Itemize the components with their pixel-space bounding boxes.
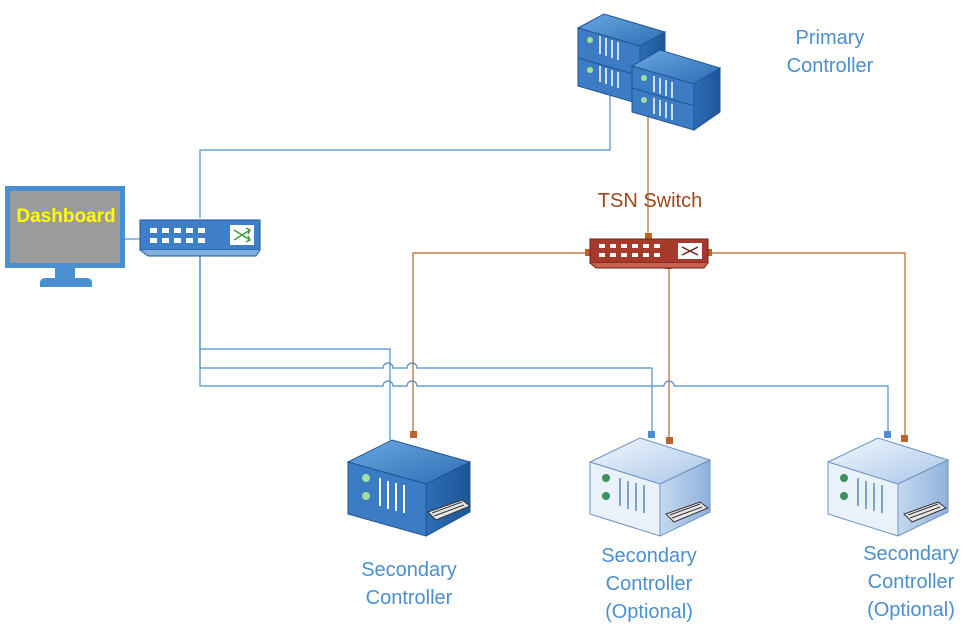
primary-controller-label: Primary Controller [770,24,890,80]
tsn-connection-points [410,106,908,444]
label-line: Secondary [601,545,697,567]
dashboard-label: Dashboard [16,206,116,227]
monitor-icon [5,186,125,287]
tsn-link-secondary-3 [708,252,906,437]
label-line: (Optional) [605,601,693,623]
ethernet-links [124,88,889,440]
tsn-links [412,110,906,440]
link-switch-secondary-3 [199,256,889,434]
link-switch-secondary-1 [199,256,391,440]
secondary-controller-1-label: Secondary Controller [344,556,474,612]
server-icon [588,437,712,537]
label-line: Controller [786,55,874,77]
label-line: Controller [365,587,453,609]
label-line: Secondary [863,543,959,565]
label-line: Secondary [361,559,457,581]
tsn-link-secondary-1 [412,252,588,433]
secondary-controller-2-label: Secondary Controller (Optional) [584,542,714,626]
server-icon [346,439,472,537]
link-switch-secondary-2 [199,256,653,434]
link-switch-primary [199,88,611,218]
label-line: Controller [605,573,693,595]
tsn-switch-label: TSN Switch [597,190,703,212]
network-switch-icon [139,219,261,257]
server-icon [826,437,950,537]
label-line: Primary [795,27,865,49]
secondary-controller-3-label: Secondary Controller (Optional) [846,540,976,624]
tsn-switch-icon [589,238,709,269]
label-line: Controller [867,571,955,593]
label-line: (Optional) [867,599,955,621]
server-rack-icon [576,13,722,131]
